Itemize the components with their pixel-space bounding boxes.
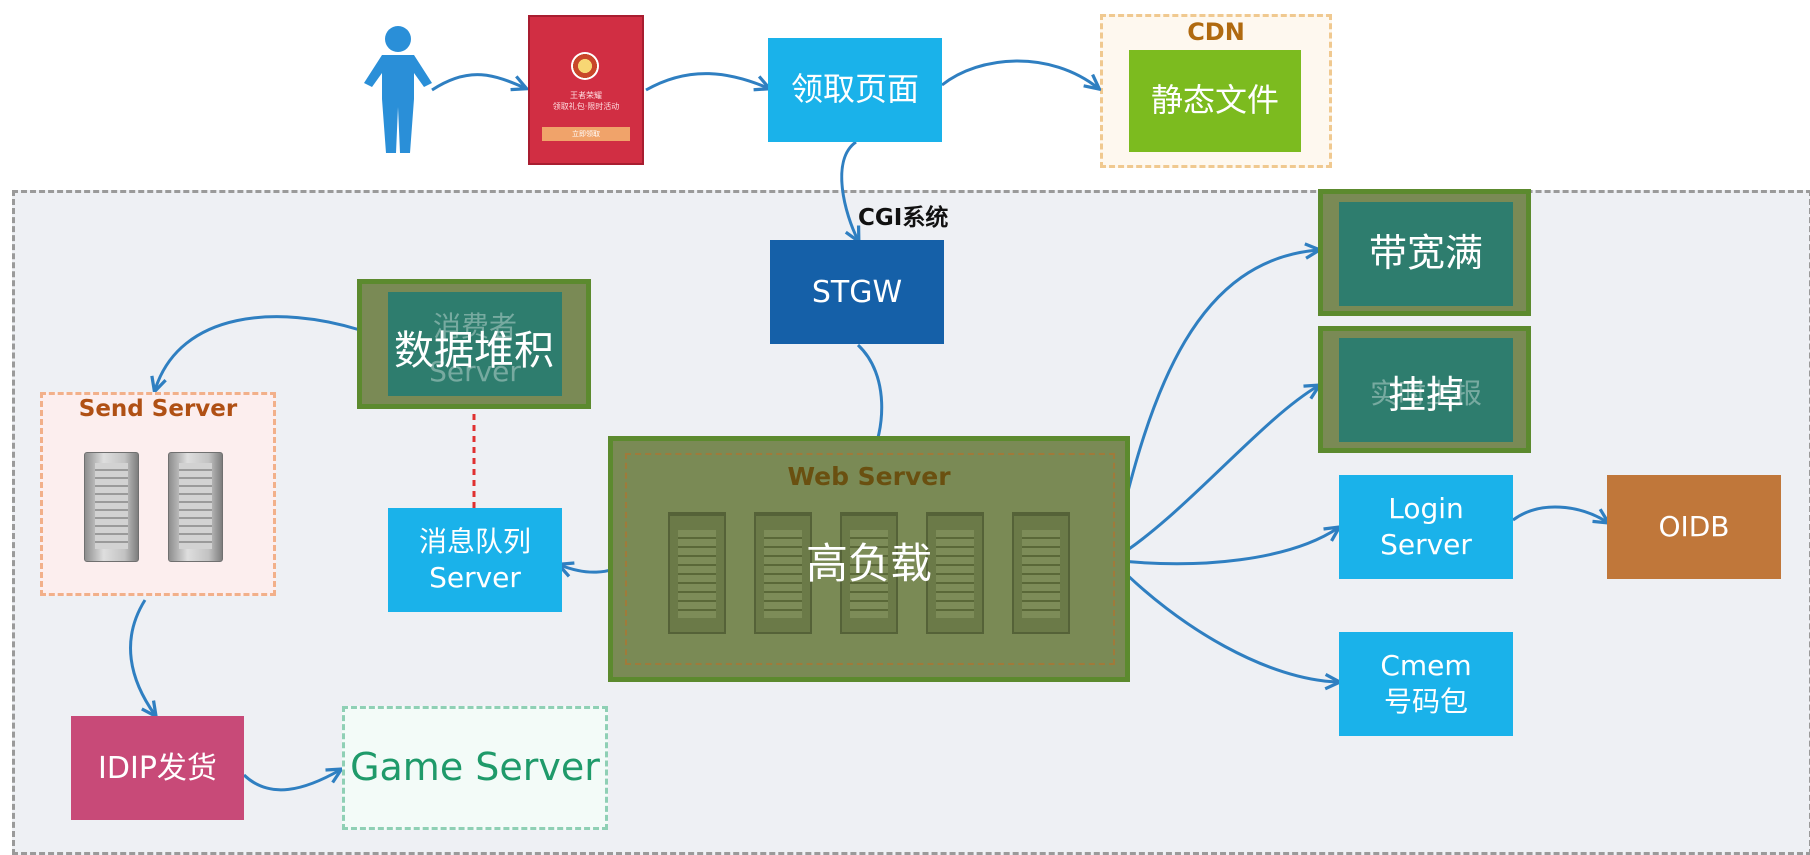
realtime-report-status: 挂掉 bbox=[1387, 373, 1464, 417]
stgw-node: STGW bbox=[770, 240, 944, 344]
receive-page-node: 领取页面 bbox=[768, 38, 942, 142]
oidb-node: OIDB bbox=[1607, 475, 1781, 579]
server-rack-icon bbox=[1012, 512, 1070, 634]
mobile-text-line1: 王者荣耀 bbox=[570, 91, 602, 100]
arrow-web-to-login bbox=[1111, 528, 1338, 566]
server-rack-icon bbox=[754, 512, 812, 634]
bandwidth-status: 带宽满 bbox=[1339, 202, 1513, 306]
idip-node: IDIP发货 bbox=[71, 716, 244, 820]
login-server-label-1: Login bbox=[1388, 491, 1464, 525]
arrow-web-to-realtime bbox=[1111, 386, 1318, 562]
user-icon bbox=[364, 26, 432, 153]
server-icon bbox=[168, 452, 223, 562]
arrow-user-to-mobile bbox=[431, 73, 525, 92]
web-server-status: 高负载 bbox=[805, 539, 932, 588]
server-icon bbox=[84, 452, 139, 562]
arrow-mobile-to-page bbox=[645, 72, 768, 90]
arrow-consumer-to-send bbox=[155, 315, 361, 390]
mobile-claim-button: 立即领取 bbox=[542, 127, 630, 141]
arrow-web-to-bandwidth bbox=[1110, 250, 1318, 561]
cmem-label-2: 号码包 bbox=[1383, 685, 1468, 718]
web-server-label: Web Server bbox=[787, 462, 951, 491]
login-server-label-2: Server bbox=[1380, 528, 1472, 561]
mobile-text-line2: 领取礼包·限时活动 bbox=[552, 102, 620, 111]
cdn-label: CDN bbox=[1187, 18, 1245, 46]
cmem-node: Cmem 号码包 bbox=[1339, 632, 1513, 736]
cgi-system-label: CGI系统 bbox=[858, 205, 949, 231]
realtime-report-ghost-label: 实时上报 bbox=[1369, 377, 1482, 410]
login-server-node: Login Server bbox=[1339, 475, 1513, 579]
consumer-server-status: 数据堆积 bbox=[394, 328, 554, 374]
arrow-idip-to-game bbox=[242, 770, 340, 792]
game-logo-icon bbox=[571, 52, 599, 80]
arrow-login-to-oidb bbox=[1512, 505, 1607, 522]
server-rack-icon bbox=[840, 512, 898, 634]
game-server-node: Game Server bbox=[342, 706, 608, 830]
message-queue-label-1: 消息队列 bbox=[418, 524, 531, 558]
arrow-send-to-idip bbox=[129, 599, 155, 715]
arrow-page-to-cdn bbox=[941, 59, 1098, 88]
cmem-label-1: Cmem bbox=[1380, 648, 1472, 682]
send-server-region bbox=[40, 392, 276, 596]
realtime-report-node bbox=[1339, 338, 1513, 442]
message-queue-node: 消息队列 Server bbox=[388, 508, 562, 612]
message-queue-label-2: Server bbox=[429, 561, 521, 594]
server-rack-icon bbox=[668, 512, 726, 634]
arrow-web-to-cmem bbox=[1110, 558, 1338, 682]
web-server-region bbox=[625, 453, 1115, 665]
server-rack-icon bbox=[926, 512, 984, 634]
send-server-label: Send Server bbox=[78, 396, 238, 422]
consumer-server-ghost-label: 消费者 bbox=[432, 310, 517, 343]
consumer-server-node bbox=[388, 292, 562, 396]
static-files-node: 静态文件 bbox=[1129, 50, 1301, 152]
arrow-page-to-stgw bbox=[840, 140, 858, 240]
consumer-server-ghost-label-2: Server bbox=[429, 355, 521, 388]
